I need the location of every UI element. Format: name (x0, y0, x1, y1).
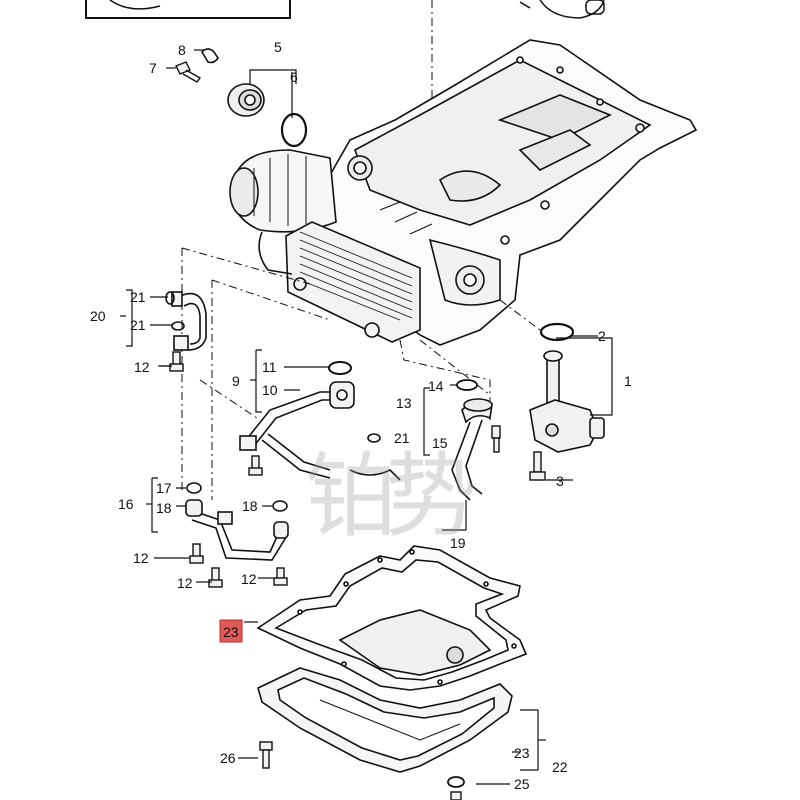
callout-13: 13 (396, 395, 412, 411)
seal-ring (227, 83, 265, 117)
callout-20: 20 (90, 308, 106, 324)
callout-17: 17 (156, 480, 172, 496)
watermark-right: 势 (385, 443, 477, 550)
callout-8: 8 (178, 42, 186, 58)
callout-3: 3 (556, 473, 564, 489)
callout-10: 10 (262, 382, 278, 398)
inset-box (85, 0, 291, 19)
callout-6: 6 (290, 69, 298, 85)
bolt-12a (169, 351, 184, 372)
washer-25 (447, 776, 465, 788)
o-ring-21c (367, 433, 381, 443)
bolt-15 (491, 425, 501, 453)
pipe-20 (171, 291, 207, 351)
callout-21b: 21 (130, 317, 146, 333)
o-ring-6 (280, 112, 308, 148)
callout-23-highlight: 23 (223, 624, 239, 640)
callout-18a: 18 (156, 500, 172, 516)
watermark-left: 铂 (305, 443, 397, 550)
callout-9: 9 (232, 373, 240, 389)
oil-level-sensor (529, 350, 605, 453)
callout-7: 7 (149, 60, 157, 76)
callout-26: 26 (220, 750, 236, 766)
pipe-16 (185, 499, 289, 561)
bolt-12b (189, 543, 204, 564)
o-ring-11 (328, 361, 352, 375)
callout-12c: 12 (177, 575, 193, 591)
bolt-7 (175, 61, 202, 83)
clip-8 (200, 48, 219, 64)
o-ring-21a (165, 291, 175, 305)
oil-cooler (258, 221, 421, 343)
callout-23: 23 (514, 745, 530, 761)
callout-19: 19 (450, 535, 466, 551)
callout-12d: 12 (241, 571, 257, 587)
lower-oil-pan (257, 667, 513, 773)
callout-21c: 21 (394, 430, 410, 446)
o-ring-21b (171, 321, 185, 331)
o-ring-17 (186, 482, 202, 494)
oil-pan-housing (317, 39, 698, 346)
bolt-26 (259, 741, 273, 769)
bolt-3 (529, 451, 546, 481)
bolt-12e (248, 455, 263, 476)
callout-12a: 12 (134, 359, 150, 375)
gasket-23 (256, 545, 528, 691)
callout-21a: 21 (130, 289, 146, 305)
o-ring-18 (272, 500, 288, 512)
pipe-13 (451, 398, 493, 501)
callout-14: 14 (428, 378, 444, 394)
callout-25: 25 (514, 776, 530, 792)
bracket-lines (120, 49, 613, 785)
callout-11: 11 (262, 359, 277, 375)
callout-15: 15 (432, 435, 448, 451)
callout-16: 16 (118, 496, 134, 512)
bolt-12c (208, 567, 223, 588)
o-ring-2 (539, 322, 575, 342)
dashed-leaders (181, 247, 541, 500)
callout-5: 5 (274, 39, 282, 55)
o-ring-14 (456, 379, 478, 391)
callout-18b: 18 (242, 498, 258, 514)
highlight-box (219, 619, 243, 643)
callout-12b: 12 (133, 550, 149, 566)
pipe-9 (239, 381, 401, 481)
callout-1: 1 (624, 373, 632, 389)
drain-plug (450, 791, 462, 800)
bolt-12d (273, 567, 288, 586)
oil-filter (229, 149, 337, 233)
sensor-fragment (519, 0, 605, 19)
callout-2: 2 (598, 328, 606, 344)
callout-22: 22 (552, 759, 568, 775)
